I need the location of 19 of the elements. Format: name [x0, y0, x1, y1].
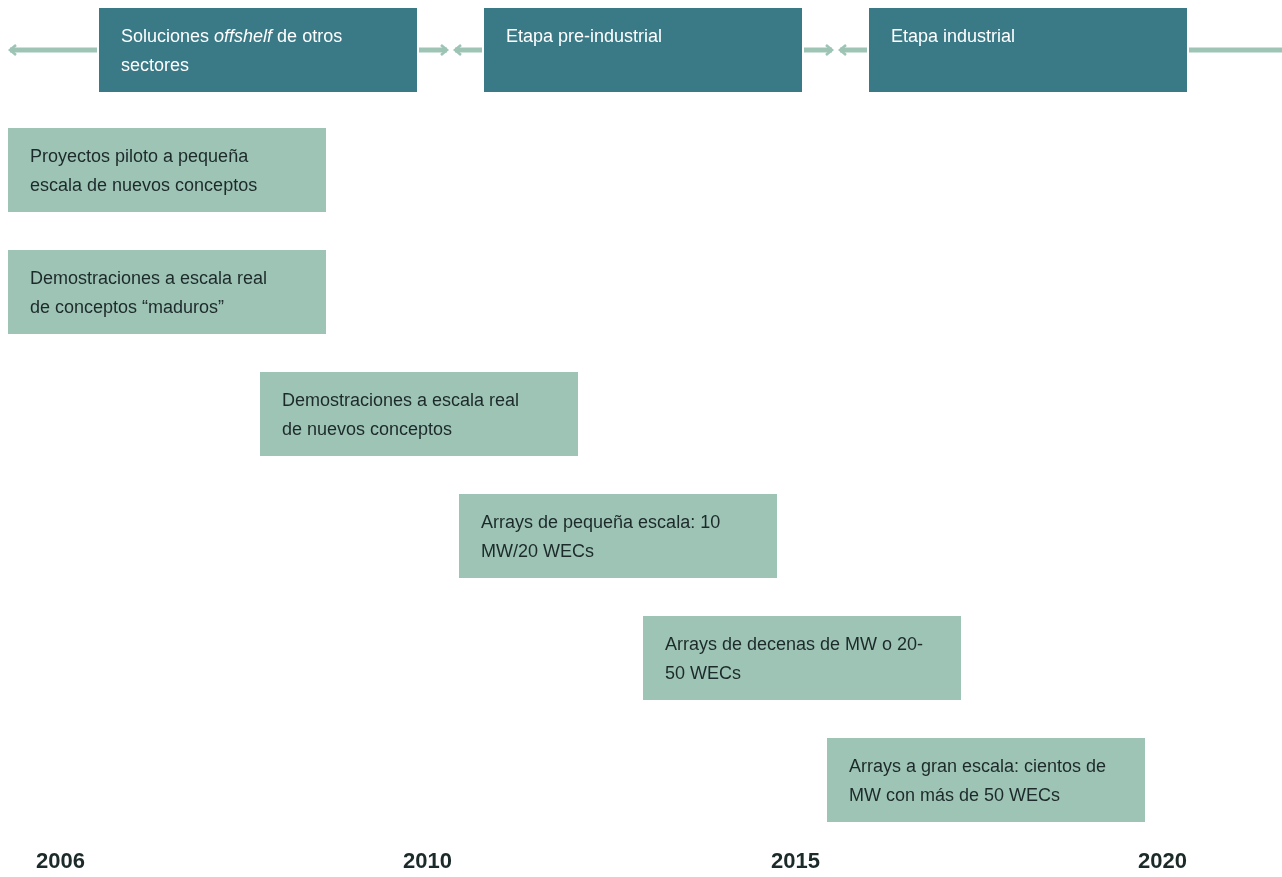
arrow — [804, 43, 834, 57]
arrow — [838, 43, 867, 57]
timeline-bar: Proyectos piloto a pequeña escala de nuevos conceptos — [8, 128, 326, 212]
arrow — [453, 43, 482, 57]
line — [1189, 47, 1282, 53]
arrow — [8, 43, 97, 57]
year-label: 2020 — [1138, 848, 1187, 874]
timeline-bar: Demostraciones a escala real de conceptos “maduros” — [8, 250, 326, 334]
year-label: 2015 — [771, 848, 820, 874]
arrow — [419, 43, 449, 57]
timeline-bar: Demostraciones a escala real de nuevos conceptos — [260, 372, 578, 456]
timeline-bar: Arrays de pequeña escala: 10 MW/20 WECs — [459, 494, 777, 578]
year-label: 2010 — [403, 848, 452, 874]
year-label: 2006 — [36, 848, 85, 874]
stage-box: Soluciones offshelf de otros sectores — [99, 8, 417, 92]
stage-box: Etapa industrial — [869, 8, 1187, 92]
timeline-bar: Arrays de decenas de MW o 20-50 WECs — [643, 616, 961, 700]
stage-box: Etapa pre-industrial — [484, 8, 802, 92]
timeline-bar: Arrays a gran escala: cientos de MW con más de 50 WECs — [827, 738, 1145, 822]
